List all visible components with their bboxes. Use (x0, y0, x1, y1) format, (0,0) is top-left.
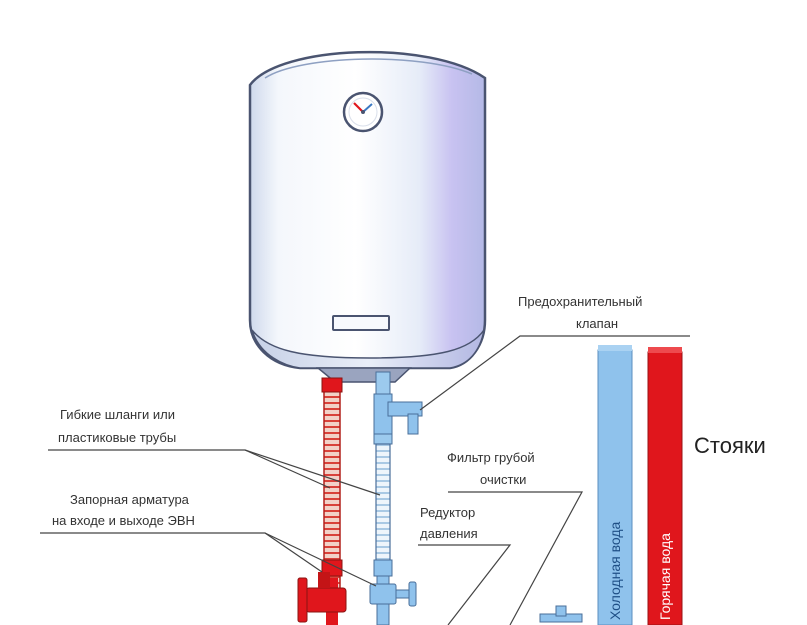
hoses-leader-cold (244, 449, 381, 496)
shutoff-label-line1: Запорная арматура (70, 492, 190, 507)
hoses-label-line2: пластиковые трубы (58, 430, 176, 445)
coarse-filter-leader (448, 491, 584, 625)
safety-valve-label-line1: Предохранительный (518, 294, 642, 309)
temperature-gauge-icon (342, 91, 384, 133)
shutoff-leader-hot (40, 532, 323, 573)
hoses-leader-hot (48, 449, 331, 489)
shutoff-label-line2: на входе и выходе ЭВН (52, 513, 195, 528)
nameplate (332, 315, 390, 331)
coarse-filter-label-line1: Фильтр грубой (447, 450, 535, 465)
safety-valve-icon (387, 401, 423, 435)
water-heater-tank (248, 50, 487, 383)
coarse-filter-label-line2: очистки (480, 472, 526, 487)
cold-water-riser (597, 345, 633, 625)
hot-water-label: Горячая вода (657, 533, 673, 620)
shutoff-leader-cold (264, 532, 377, 587)
pipe-fitting-icon (539, 605, 583, 623)
pressure-reducer-leader (418, 544, 512, 625)
hoses-label-line1: Гибкие шланги или (60, 407, 175, 422)
hot-water-riser (647, 347, 683, 625)
safety-valve-label-line2: клапан (576, 316, 618, 331)
cold-shutoff-valve-icon (369, 581, 417, 607)
pressure-reducer-label-line1: Редуктор (420, 505, 475, 520)
pressure-reducer-label-line2: давления (420, 526, 478, 541)
risers-label: Стояки (694, 433, 766, 458)
safety-valve-leader (419, 335, 690, 411)
hot-shutoff-valve-icon (297, 572, 347, 623)
cold-water-label: Холодная вода (607, 521, 623, 620)
